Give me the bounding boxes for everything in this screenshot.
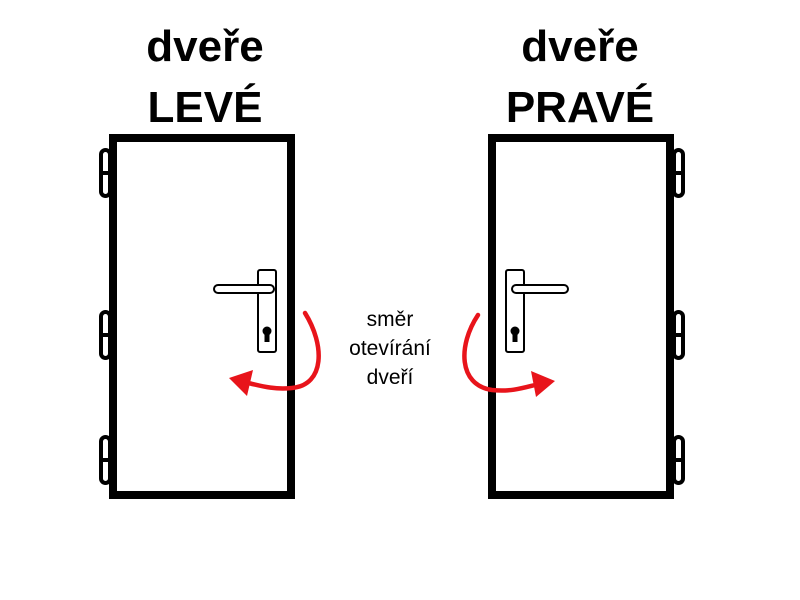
right-door-title-line1: dveře (521, 22, 639, 71)
door-hinge-icon (99, 310, 112, 360)
right-door-title-line2: PRAVÉ (505, 83, 655, 132)
door-hinge-icon (672, 310, 685, 360)
door-handle-icon (505, 269, 569, 353)
left-door-title-line1: dveře (146, 22, 264, 71)
keyhole-icon (262, 326, 272, 342)
door-hinge-icon (672, 435, 685, 485)
door-hinge-icon (99, 435, 112, 485)
caption-line2: otevírání (349, 337, 431, 360)
right-door-title: dveře PRAVÉ (465, 19, 695, 136)
opening-direction-arrow-icon (229, 310, 321, 396)
caption-line1: směr (366, 308, 414, 331)
right-door (462, 134, 685, 499)
caption-line3: dveří (366, 366, 414, 389)
opening-direction-caption: směr otevírání dveří (320, 305, 460, 392)
door-hinge-icon (672, 148, 685, 198)
door-handle-icon (213, 269, 277, 353)
door-hinge-icon (99, 148, 112, 198)
left-door-title: dveře LEVÉ (90, 19, 320, 136)
keyhole-icon (510, 326, 520, 342)
left-door-title-line2: LEVÉ (147, 83, 263, 132)
left-door (99, 134, 321, 499)
opening-direction-arrow-icon (462, 312, 555, 397)
